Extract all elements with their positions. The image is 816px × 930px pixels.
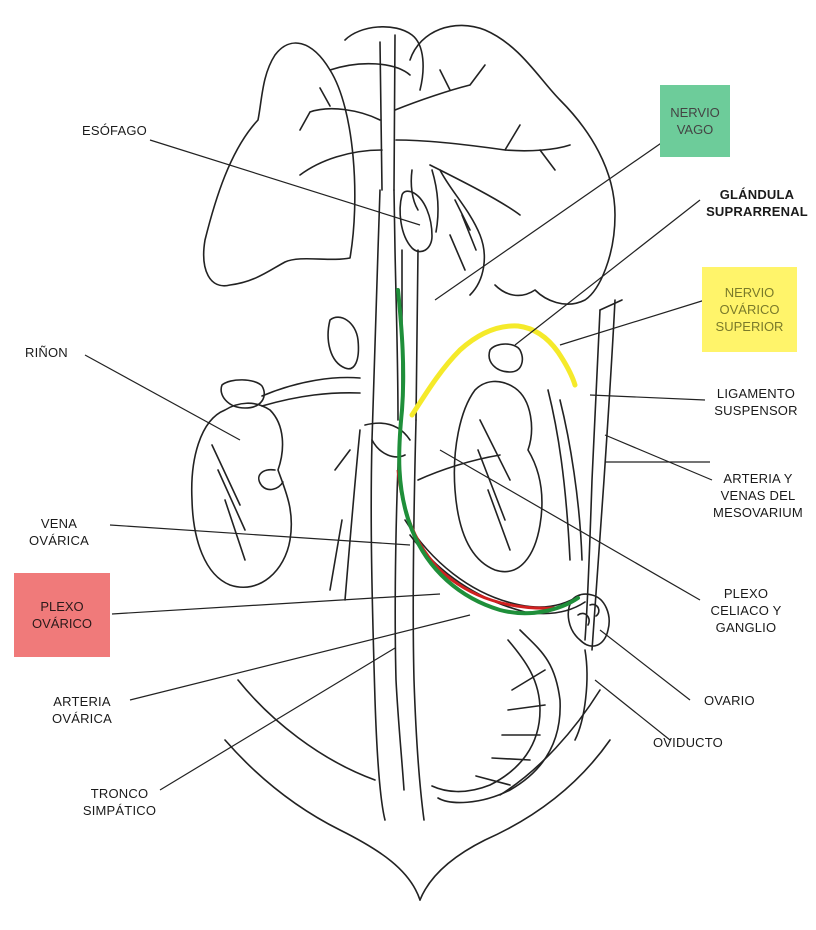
leader-ligamento (590, 395, 705, 400)
leader-tronco (160, 648, 395, 790)
glandula-suprarrenal-label: GLÁNDULA SUPRARRENAL (702, 186, 812, 220)
esofago-label: ESÓFAGO (82, 122, 147, 139)
leader-nervio-ovarico (560, 300, 705, 345)
tronco-simpatico-label: TRONCO SIMPÁTICO (72, 785, 167, 819)
leader-nervio-vago (435, 130, 680, 300)
leader-glandula (515, 200, 700, 345)
kidney-left (192, 403, 292, 587)
leader-ovario (600, 630, 690, 700)
adrenal-right (489, 344, 522, 372)
plexo-ovarico-label: PLEXO OVÁRICO (14, 573, 110, 657)
esophagus (400, 191, 432, 251)
suspensory-ligament (585, 310, 600, 640)
leader-rinon (85, 355, 240, 440)
leader-arteria-ovarica (130, 615, 470, 700)
kidney-right (454, 381, 542, 571)
aorta (371, 190, 385, 820)
leader-esofago (150, 140, 420, 225)
liver-lobe-right (410, 25, 615, 304)
plexo-celiaco-label: PLEXO CELIACO Y GANGLIO (700, 585, 792, 636)
ligamento-suspensor-label: LIGAMENTO SUSPENSOR (706, 385, 806, 419)
leader-vena-ovarica (110, 525, 410, 545)
leader-plexo-celiaco (440, 450, 700, 600)
nervio-vago-label: NERVIO VAGO (660, 85, 730, 157)
leader-oviducto (595, 680, 670, 740)
body-outline (225, 740, 420, 900)
arteria-ovarica-label: ARTERIA OVÁRICA (42, 693, 122, 727)
vena-ovarica-label: VENA OVÁRICA (24, 515, 94, 549)
nervio-ovarico-superior-label: NERVIO OVÁRICO SUPERIOR (702, 267, 797, 352)
rinon-label: RIÑON (25, 344, 68, 361)
oviducto-label: OVIDUCTO (653, 734, 723, 751)
ovario-label: OVARIO (704, 692, 755, 709)
arteria-venas-mesovarium-label: ARTERIA Y VENAS DEL MESOVARIUM (703, 470, 813, 521)
ovarian-plexus-trace (398, 470, 555, 608)
vagus-nerve-trace (398, 290, 578, 613)
leader-plexo-ovarico (112, 594, 440, 614)
leader-arteria-venas (605, 435, 712, 480)
oviduct (575, 650, 587, 740)
